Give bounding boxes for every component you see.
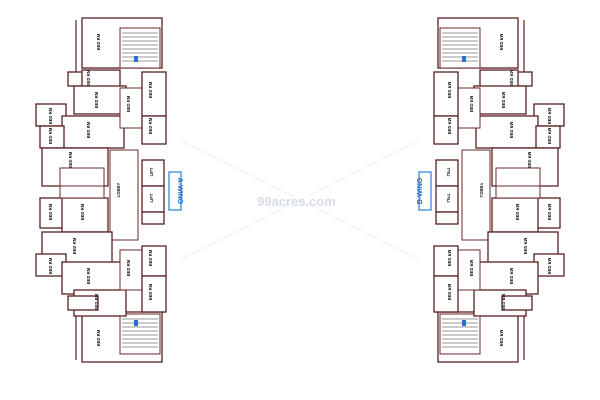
stair-top (439, 27, 481, 69)
room-label: BED RM (94, 91, 99, 108)
toilet (39, 197, 65, 229)
b-wing-label: B-WING (417, 177, 424, 204)
room-label: BED RM (96, 329, 101, 346)
room-label: BED RM (48, 257, 53, 274)
room-label: BED RM (148, 117, 153, 134)
room (475, 261, 539, 295)
room (61, 197, 109, 233)
stair-top (119, 27, 161, 69)
room-label: BED RM (48, 203, 53, 220)
room-label: BED RM (447, 117, 452, 134)
room-label: BED RM (509, 267, 514, 284)
room-label: BED RM (499, 329, 504, 346)
lobby (109, 149, 139, 241)
bed-cell (433, 71, 459, 117)
lift-label: LIFT (149, 167, 154, 176)
balcony (495, 185, 541, 199)
lift-label: LIFT (149, 193, 154, 202)
bed-cell (433, 275, 459, 313)
a-wing-label: A-WING (176, 178, 183, 205)
room (491, 197, 539, 233)
room-label: BED RM (447, 81, 452, 98)
room-label: BED RM (447, 249, 452, 266)
room-label: BED RM (86, 69, 91, 86)
room-label: BED RM (96, 33, 101, 50)
room-label: BED RM (80, 203, 85, 220)
lift-label: LIFT (446, 167, 451, 176)
room-label: BED RM (86, 267, 91, 284)
room-label: BED RM (126, 259, 131, 276)
small-room (67, 295, 99, 311)
passage (119, 87, 143, 129)
room-label: BED RM (447, 283, 452, 300)
door (462, 320, 466, 326)
stair-bottom (439, 313, 481, 355)
door (462, 56, 466, 62)
room-label: BED RM (509, 121, 514, 138)
room-label: BED RM (148, 81, 153, 98)
door (134, 320, 138, 326)
passage (457, 249, 481, 291)
bed-cell (433, 245, 459, 277)
bed-cell (141, 245, 167, 277)
room-label: BED RM (527, 151, 532, 168)
lift-shaft (141, 211, 165, 225)
lift-label: LIFT (446, 193, 451, 202)
lobby-label: LOBBY (479, 182, 484, 197)
balcony (59, 185, 105, 199)
balcony (59, 167, 105, 187)
room-label: BED RM (48, 127, 53, 144)
room-label: BED RM (469, 95, 474, 112)
watermark: 99acres.com (257, 194, 336, 209)
room-label: BED RM (509, 69, 514, 86)
room-label: BED RM (72, 237, 77, 254)
room-label: BED RM (469, 259, 474, 276)
room-label: BED RM (547, 127, 552, 144)
stair-bottom (119, 313, 161, 355)
a-wing-label-box: A-WING (168, 171, 183, 211)
room-label: BED RM (547, 107, 552, 124)
passage (119, 249, 143, 291)
door (134, 56, 138, 62)
room (73, 85, 127, 115)
small-room (501, 295, 533, 311)
lift-shaft (435, 211, 459, 225)
balcony (495, 167, 541, 187)
room (61, 261, 125, 295)
room-label: BED RM (86, 121, 91, 138)
room-label: BED RM (94, 293, 99, 310)
lobby-label: LOBBY (116, 182, 121, 197)
bed-cell (141, 71, 167, 117)
room-label: BED RM (148, 249, 153, 266)
passage (457, 87, 481, 129)
lobby (461, 149, 491, 241)
room-label: BED RM (501, 91, 506, 108)
room-label: BED RM (547, 257, 552, 274)
b-wing-label-box: B-WING (417, 171, 432, 211)
room (473, 85, 527, 115)
room-label: BED RM (148, 283, 153, 300)
room-label: BED RM (499, 33, 504, 50)
bed-cell (433, 115, 459, 145)
room-label: BED RM (523, 237, 528, 254)
room-label: BED RM (515, 203, 520, 220)
room (475, 115, 539, 149)
room-label: BED RM (547, 203, 552, 220)
bed-cell (141, 115, 167, 145)
room-label: BED RM (126, 95, 131, 112)
room-label: BED RM (501, 293, 506, 310)
room-label: BED RM (68, 151, 73, 168)
bed-cell (141, 275, 167, 313)
watermark-lines (179, 139, 421, 261)
room-label: BED RM (48, 107, 53, 124)
room (61, 115, 125, 149)
